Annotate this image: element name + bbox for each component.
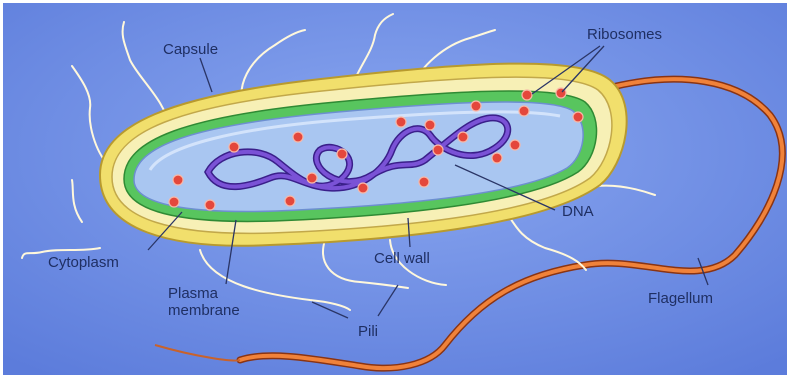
label-capsule: Capsule [163,41,218,58]
label-ribosomes: Ribosomes [587,26,662,43]
label-plasma-membrane-line1: Plasma [168,285,218,302]
label-pili: Pili [358,323,378,340]
label-cytoplasm: Cytoplasm [48,254,119,271]
label-cell-wall: Cell wall [374,250,430,267]
label-dna: DNA [562,203,594,220]
label-flagellum: Flagellum [648,290,713,307]
label-plasma-membrane-line2: membrane [168,302,240,319]
